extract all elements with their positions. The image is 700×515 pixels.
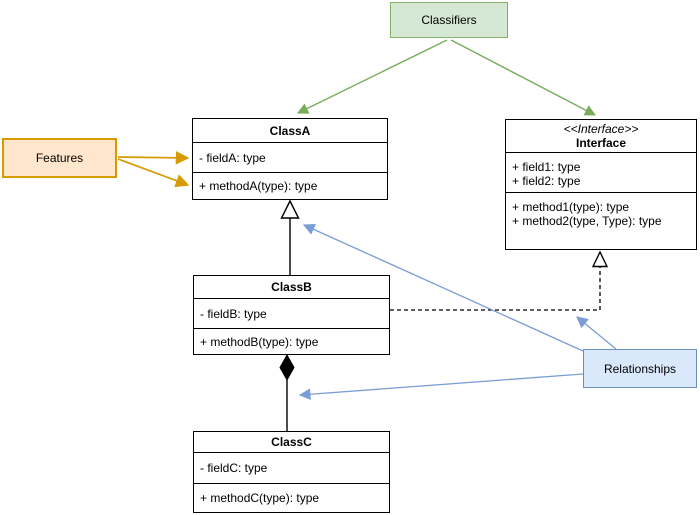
classb-title: ClassB: [271, 280, 312, 294]
composition-diamond-icon: [279, 353, 295, 382]
interface-header: <<Interface>> Interface: [506, 120, 696, 152]
classifiers-note-label: Classifiers: [421, 13, 477, 27]
classifiers-to-classa-arrow: [296, 39, 448, 114]
classifiers-note: Classifiers: [390, 2, 508, 38]
classa-field: - fieldA: type: [193, 142, 387, 172]
classc-field: - fieldC: type: [194, 452, 389, 483]
generalization-triangle-icon: [280, 199, 300, 219]
features-note: Features: [2, 138, 117, 178]
realization-triangle-icon: [591, 250, 609, 268]
interface-methods: + method1(type): type + method2(type, Ty…: [506, 192, 696, 249]
features-note-label: Features: [35, 151, 84, 165]
relationships-to-composition-arrow: [298, 373, 584, 401]
interface-box: <<Interface>> Interface + field1: type +…: [505, 119, 697, 250]
interface-fields: + field1: type + field2: type: [506, 152, 696, 192]
classa-method: + methodA(type): type: [193, 172, 387, 199]
interface-field-line: + field2: type: [512, 174, 581, 188]
classa-title: ClassA: [269, 123, 311, 138]
classifiers-to-interface-arrow: [450, 39, 596, 116]
classb-box: ClassB - fieldB: type + methodB(type): t…: [193, 275, 390, 355]
features-to-method-arrow: [117, 158, 190, 188]
features-to-field-arrow: [117, 151, 190, 165]
classc-box: ClassC - fieldC: type + methodC(type): t…: [193, 431, 390, 513]
interface-stereotype: <<Interface>>: [563, 122, 639, 136]
interface-field-line: + field1: type: [512, 160, 581, 174]
realization-dashed-line: [390, 267, 601, 311]
interface-title: Interface: [575, 136, 627, 150]
relationships-note-label: Relationships: [603, 361, 677, 376]
interface-method-line: + method2(type, Type): type: [512, 214, 662, 228]
relationships-note: Relationships: [583, 349, 697, 388]
interface-method-line: + method1(type): type: [512, 200, 630, 214]
classc-method: + methodC(type): type: [194, 483, 389, 512]
relationships-to-realization-arrow: [576, 316, 617, 350]
classb-method: + methodB(type): type: [194, 328, 389, 354]
classa-box: ClassA - fieldA: type + methodA(type): t…: [192, 118, 388, 200]
classc-title: ClassC: [271, 435, 312, 449]
classb-field: - fieldB: type: [194, 298, 389, 328]
